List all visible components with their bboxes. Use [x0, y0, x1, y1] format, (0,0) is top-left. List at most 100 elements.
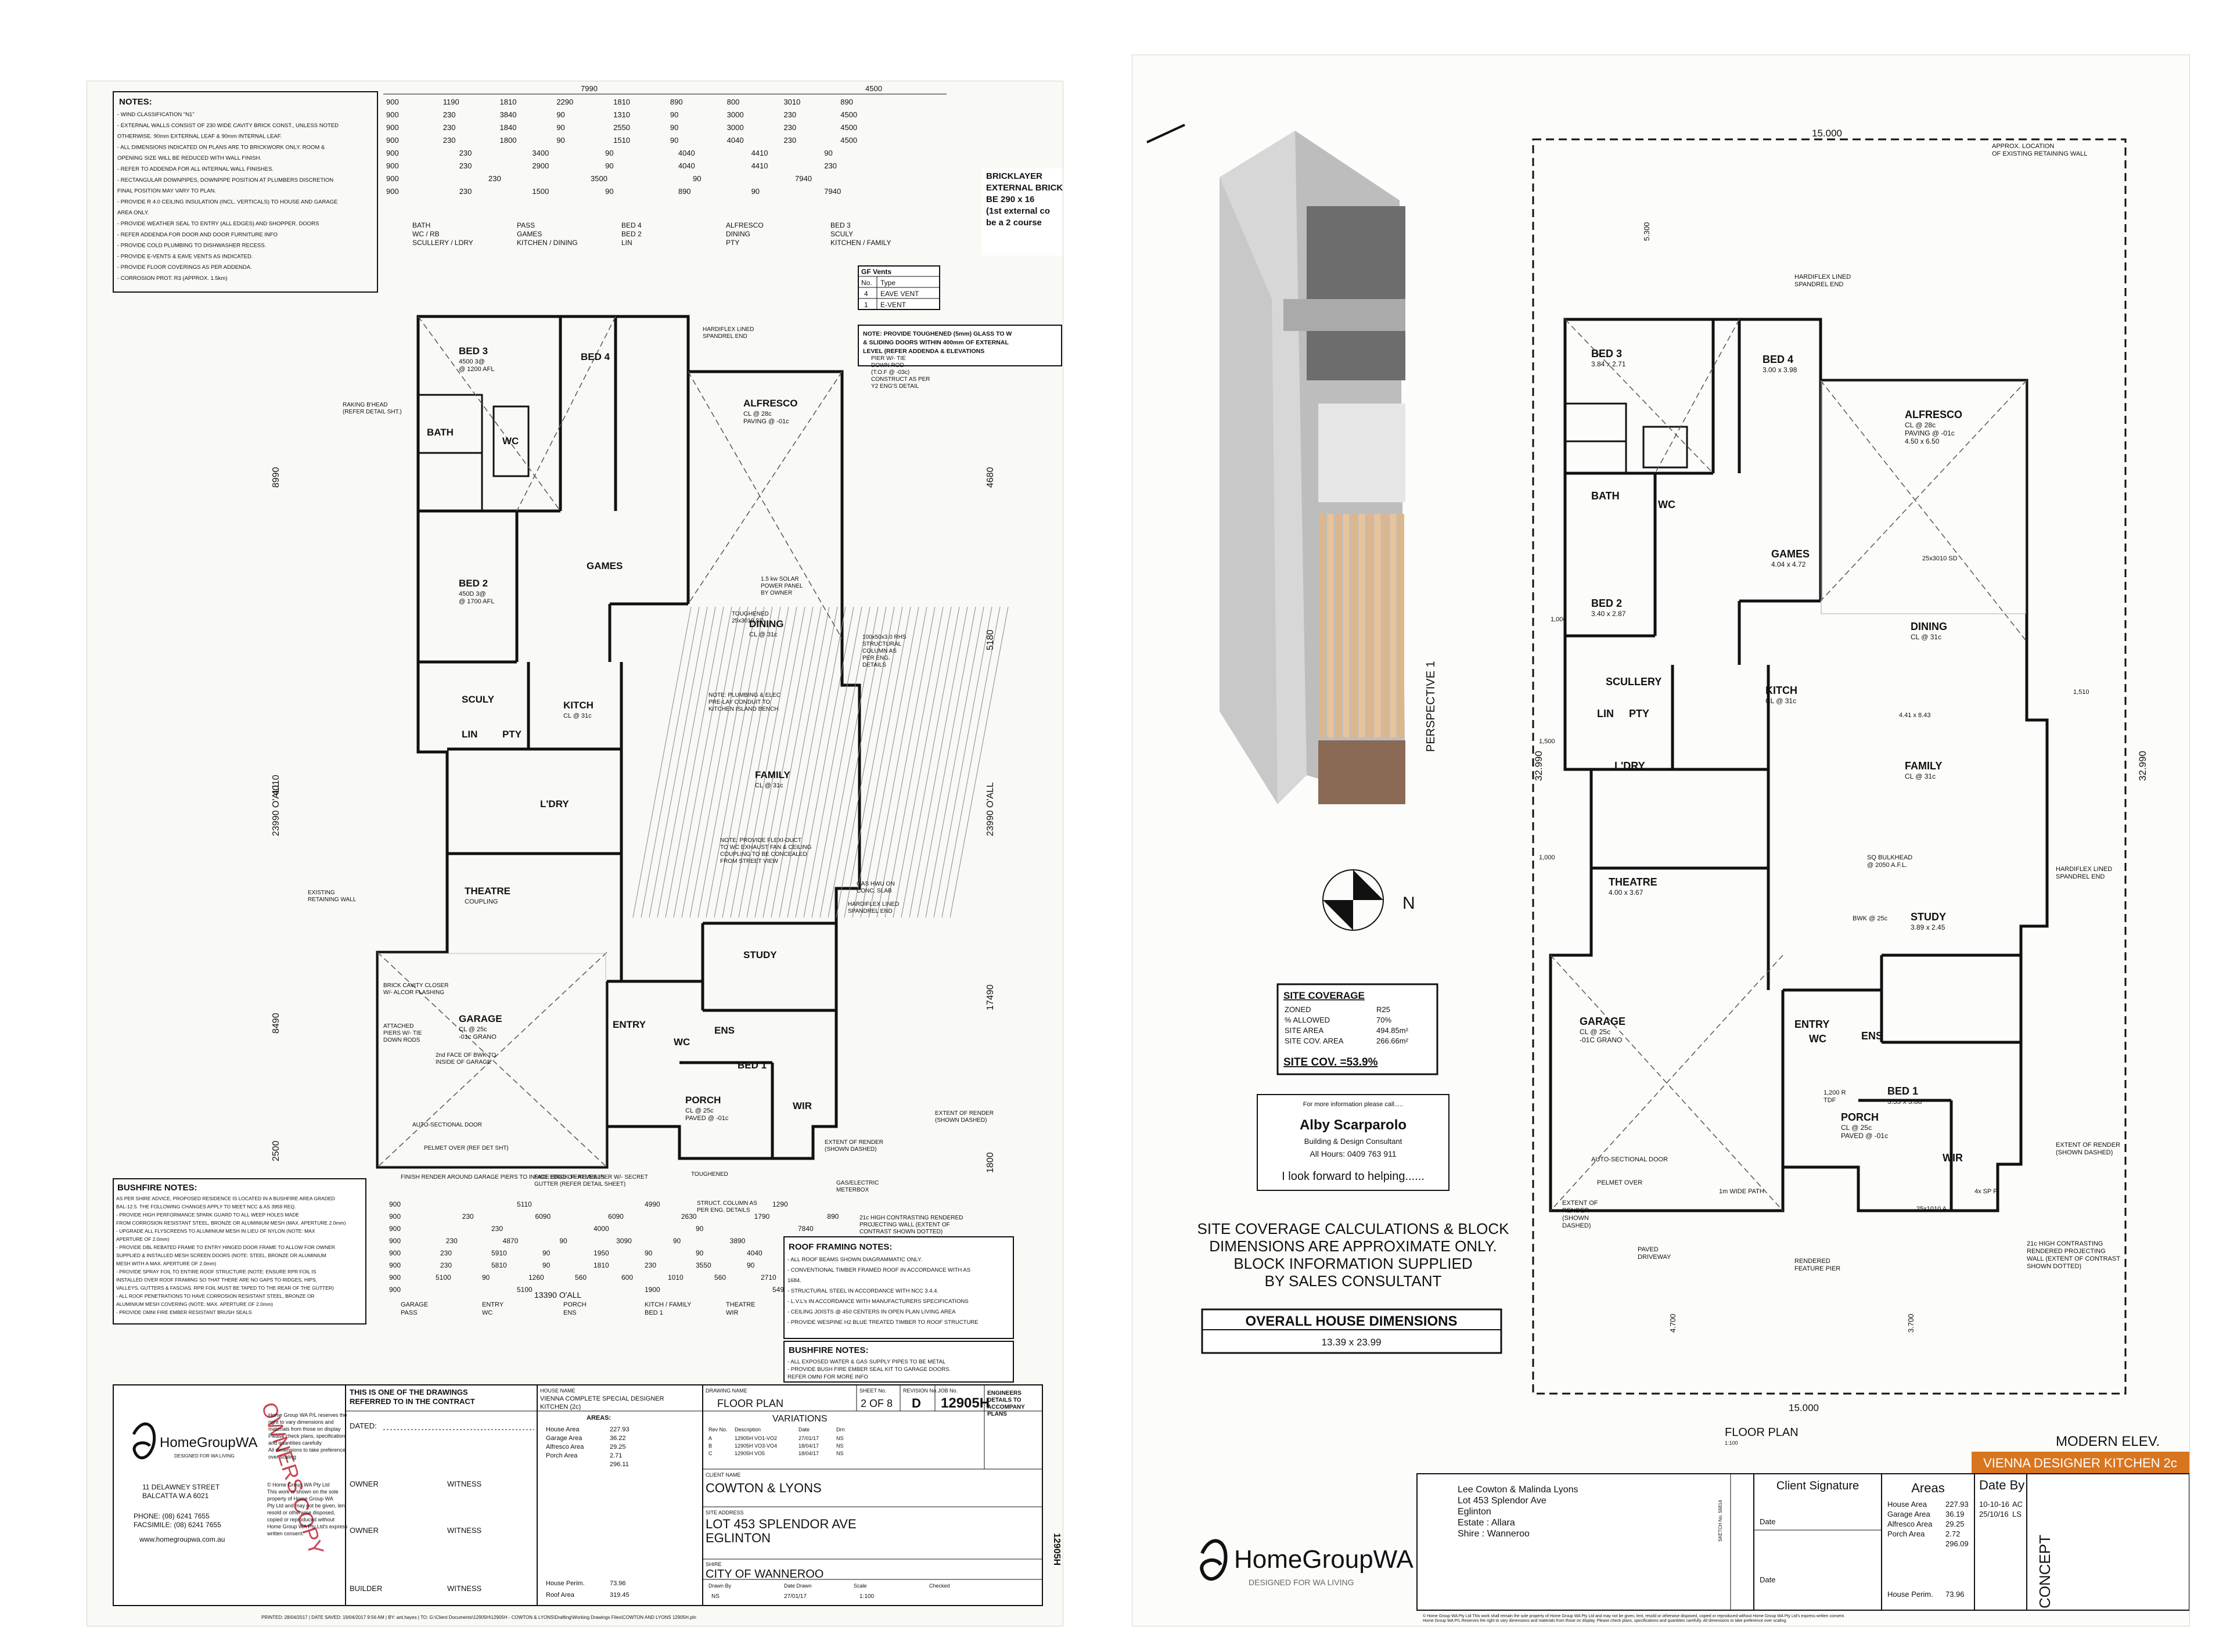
dimension-value: 1010	[668, 1273, 684, 1282]
room-label: ALFRESCO	[1905, 409, 1962, 420]
room-label: PORCH	[1841, 1111, 1879, 1123]
room-label: ALFRESCO	[743, 398, 798, 409]
builder-label: BUILDER	[350, 1584, 382, 1593]
site-coverage-result: SITE COV. =53.9%	[1283, 1056, 1378, 1068]
area-value: 227.93	[1945, 1500, 1969, 1509]
room-label: BED 3	[459, 345, 488, 357]
roof-note-line: - CONVENTIONAL TIMBER FRAMED ROOF IN ACC…	[787, 1267, 970, 1273]
dimension-value: 560	[575, 1273, 587, 1282]
room-label: BATH	[1591, 490, 1620, 502]
drawing-name: FLOOR PLAN	[717, 1398, 783, 1409]
room-size-label: CL @ 25c	[1580, 1028, 1610, 1036]
concept-title-block: HomeGroupWA DESIGNED FOR WA LIVING SKETC…	[1200, 1473, 2190, 1623]
dimension-value: 4040	[678, 149, 695, 157]
site-coverage-title: SITE COVERAGE	[1283, 990, 1365, 1001]
dimension-value: 90	[605, 161, 613, 170]
plan-annotation: 1,000	[1539, 854, 1555, 861]
room-size-label: CL @ 31c	[1911, 633, 1941, 641]
north-label: N	[1402, 894, 1415, 913]
room-label: BED 1	[1887, 1085, 1918, 1097]
dimension-value: 90	[645, 1249, 653, 1257]
room-sub-label: CL @ 28c	[743, 411, 772, 418]
job-no: 12905H	[941, 1395, 990, 1411]
dimension-room-label: BED 4	[621, 221, 642, 229]
plan-annotation: RENDERED PROJECTING	[2027, 1248, 2106, 1255]
owner-label: OWNER	[350, 1480, 379, 1488]
dimension-value: 3550	[696, 1261, 711, 1269]
room-label: BED 4	[581, 351, 610, 362]
side-job-no: 12905H	[1052, 1533, 1062, 1565]
bushfire-note-line: - PROVIDE SPRAY FOIL TO ENTIRE ROOF STRU…	[116, 1269, 316, 1275]
plan-annotation: FACE BRICK FEATURE PIER W/- SECRET	[534, 1174, 648, 1180]
plan-annotation: AUTO-SECTIONAL DOOR	[412, 1122, 482, 1128]
notes-line: - PROVIDE E-VENTS & EAVE VENTS AS INDICA…	[117, 253, 253, 260]
plan-annotation: (REFER DETAIL SHT.)	[343, 409, 402, 415]
dimension-room-label: WC	[482, 1309, 492, 1316]
bushfire-note-line: BAL-12.5. THE FOLLOWING CHANGES APPLY TO…	[116, 1204, 296, 1210]
room-size-label: 4.00 x 3.67	[1609, 888, 1643, 897]
plan-annotation: GUTTER (REFER DETAIL SHEET)	[534, 1181, 625, 1187]
house-perim-label: House Perim.	[546, 1580, 585, 1587]
side-dimension-left: 8990	[271, 467, 281, 488]
dimension-value: 900	[386, 187, 399, 196]
dimension-room-label: GARAGE	[401, 1301, 428, 1308]
room-size-label: 4.04 x 4.72	[1771, 560, 1806, 568]
dimension-value: 900	[389, 1200, 401, 1208]
variation-header: Drn	[836, 1427, 845, 1433]
dimension-value: 2550	[613, 123, 630, 132]
dimension-value: 230	[783, 123, 796, 132]
dimension-value: 4040	[747, 1249, 762, 1257]
room-label: BED 1	[738, 1060, 767, 1071]
dimension-value: 90	[482, 1273, 490, 1282]
plan-annotation: 100x50x3.0 RHS	[862, 634, 907, 640]
plan-annotation: 21c HIGH CONTRASTING	[2027, 1240, 2103, 1247]
room-label: BED 4	[1763, 354, 1793, 365]
dimension-room-label: ENTRY	[482, 1301, 504, 1308]
job-no-label: JOB No.	[938, 1388, 958, 1394]
room-size-label: PAVED @ -01c	[1841, 1132, 1888, 1140]
bushfire-note-line: - PROVIDE OMNI FIRE EMBER RESISTANT BRUS…	[116, 1309, 252, 1315]
floor-plan-drawing: NOTES: - WIND CLASSIFICATION "N1"- EXTER…	[113, 84, 1063, 1620]
dimension-room-label: SCULY	[830, 230, 853, 238]
roof-note-line: 1684.	[787, 1277, 801, 1284]
dimension-value: 230	[446, 1237, 458, 1245]
side-dimension-left: 8490	[271, 1013, 281, 1034]
plan-annotation: DRIVEWAY	[1638, 1254, 1671, 1261]
room-label: STUDY	[743, 949, 777, 960]
notes-line: OTHERWISE. 90mm EXTERNAL LEAF & 90mm INT…	[117, 134, 282, 140]
plan-annotation: INSIDE OF GARAGE	[436, 1059, 491, 1066]
area-label: House Area	[1887, 1500, 1927, 1509]
area-value: 2.71	[610, 1452, 622, 1459]
dimension-room-label: WC / RB	[412, 230, 440, 238]
setback-bottom-right-label: 3.700	[1907, 1313, 1915, 1333]
dimension-value: 1190	[443, 98, 459, 106]
room-label: LIN	[462, 729, 477, 740]
deck-board	[1358, 514, 1365, 737]
dimension-value: 4990	[645, 1200, 660, 1208]
variation-cell: A	[708, 1435, 712, 1441]
date-by-title: Date By	[1979, 1478, 2024, 1492]
variation-cell: 18/04/17	[799, 1443, 819, 1449]
room-sub-label: CL @ 31c	[749, 631, 778, 638]
dimension-value: 3400	[532, 149, 549, 157]
dimension-value: 900	[386, 149, 399, 157]
room-label: WC	[674, 1036, 690, 1048]
dimension-value: 230	[491, 1225, 503, 1233]
date-drawn: 27/01/17	[784, 1593, 807, 1600]
plan-annotation: 4.41 x 8.43	[1899, 712, 1930, 719]
copyright-note: © Home Group WA Pty Ltd This work shall …	[1423, 1614, 1845, 1623]
dimension-room-label: BED 1	[645, 1309, 663, 1316]
overall-dims-box: OVERALL HOUSE DIMENSIONS 13.39 x 23.99	[1201, 1308, 1502, 1354]
dimension-value: 4500	[840, 136, 857, 145]
dimension-value: 90	[824, 149, 832, 157]
dimension-room-label: BED 3	[830, 221, 851, 229]
gf-vents-title: GF Vents	[861, 268, 891, 276]
dimension-value: 230	[824, 161, 837, 170]
plan-annotation: SPANDREL END	[2056, 873, 2105, 880]
dimension-value: 230	[459, 187, 472, 196]
dimension-value: 6090	[608, 1212, 624, 1221]
dimension-value: 3500	[591, 174, 607, 183]
deck-board	[1390, 514, 1397, 737]
